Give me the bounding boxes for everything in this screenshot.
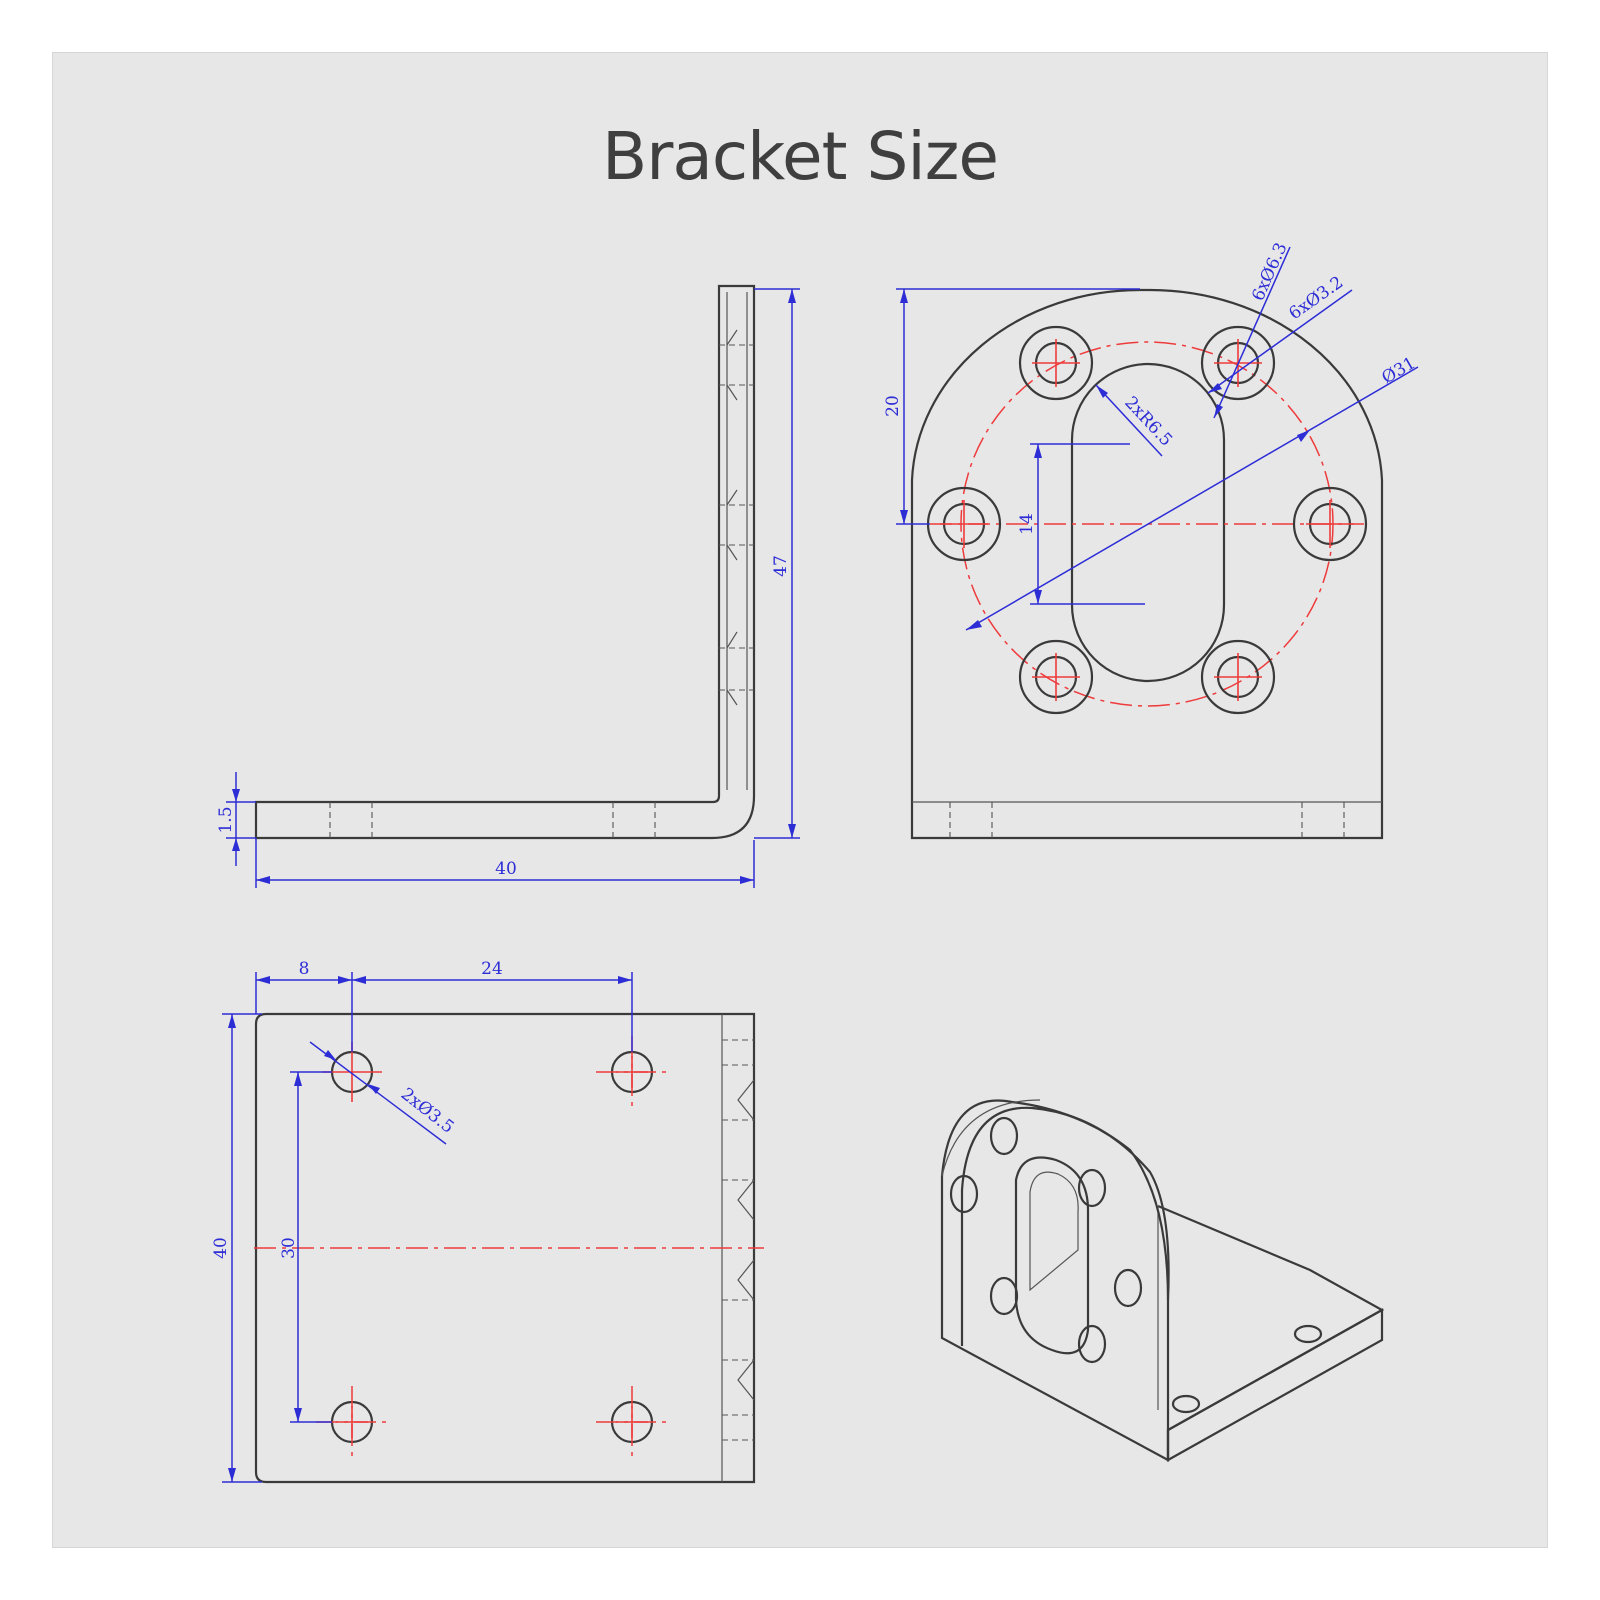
isometric-view — [940, 1099, 1385, 1462]
dim-1-5-text: 1.5 — [216, 806, 236, 833]
front-outline — [910, 288, 1384, 840]
center-slot — [1070, 362, 1226, 683]
dim-20-text: 20 — [883, 395, 903, 417]
dim-14-text: 14 — [1017, 513, 1037, 535]
top-holes — [316, 1036, 668, 1458]
top-hole-4 — [596, 1386, 668, 1458]
dim-24-text: 24 — [481, 959, 503, 979]
front-hidden-lines — [949, 802, 1345, 838]
dim-30-text: 30 — [279, 1237, 299, 1259]
hole-mid-right — [1292, 486, 1368, 562]
dim-8-text: 8 — [299, 959, 310, 979]
side-view: 47 1.5 40 — [216, 284, 800, 888]
front-view: 20 14 2xR6.5 6xØ6.3 6xØ3.2 Ø31 — [883, 240, 1420, 840]
hole-bottom-left — [1018, 639, 1094, 715]
top-hidden-lines — [722, 1039, 755, 1441]
side-profile — [254, 284, 756, 840]
dim-pitch-circle-text: Ø31 — [1379, 353, 1420, 388]
iso-base-plate — [1166, 1308, 1384, 1462]
hole-top-right — [1200, 325, 1276, 401]
front-holes — [926, 325, 1368, 715]
iso-holes — [949, 1116, 1323, 1414]
page-title: Bracket Size — [602, 118, 999, 195]
top-view: 8 24 2xØ3.5 30 40 — [211, 959, 764, 1484]
hole-bottom-right — [1200, 639, 1276, 715]
side-hidden-holes — [329, 329, 754, 838]
dim-47-text: 47 — [771, 555, 791, 577]
dim-hole-large-text: 6xØ6.3 — [1248, 240, 1291, 304]
dim-40-text: 40 — [495, 859, 517, 879]
dim-top-width-text: 40 — [211, 1237, 231, 1259]
top-outline — [254, 1012, 756, 1484]
drawing-panel — [52, 52, 1548, 1548]
hole-top-left — [1018, 325, 1094, 401]
iso-slot — [1014, 1156, 1090, 1355]
